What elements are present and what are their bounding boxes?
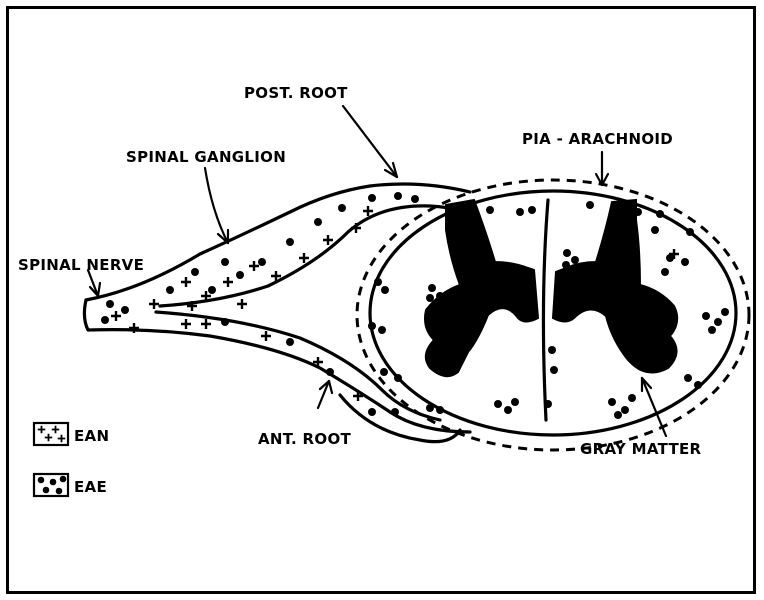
pia-arachnoid-label: PIA - ARACHNOID	[522, 130, 673, 148]
ant-root-label: ANT. ROOT	[258, 430, 351, 448]
legend-item-eae: EAE	[34, 474, 107, 496]
post-root-label: POST. ROOT	[244, 84, 348, 102]
anterior-root-inner	[156, 312, 440, 420]
posterior-root-inner	[160, 206, 462, 306]
legend-ean-label: EAN	[74, 427, 109, 445]
gray-matter-arrow	[642, 378, 666, 436]
post-root-arrow	[343, 106, 397, 177]
legend-eae-label: EAE	[74, 478, 107, 496]
legend-item-ean: EAN	[34, 423, 109, 445]
ean-swatch	[34, 423, 68, 445]
gray-matter-label: GRAY MATTER	[580, 440, 702, 458]
spinal-nerve-label: SPINAL NERVE	[18, 256, 144, 274]
spinal-ganglion-arrow	[205, 168, 228, 243]
legend: EAN EAE	[34, 423, 109, 496]
spinal-ganglion-label: SPINAL GANGLION	[126, 148, 286, 166]
median-septum	[543, 200, 548, 420]
